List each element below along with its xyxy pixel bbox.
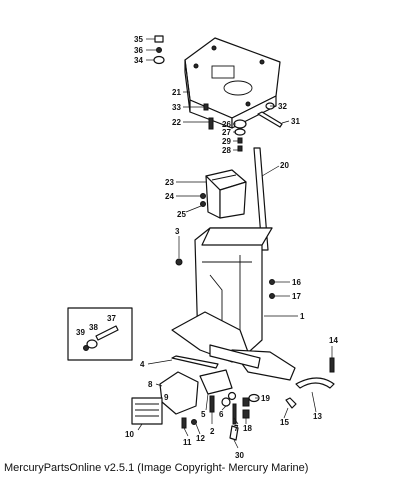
inset-box	[67, 307, 133, 361]
callout-33: 33	[172, 103, 181, 112]
callout-24: 24	[165, 192, 174, 201]
exploded-parts-diagram: 1 2 3 4 5 6 7 8 9 10 11 12 13 14 15 16 1…	[67, 35, 338, 460]
callout-21: 21	[172, 88, 181, 97]
callout-labels: 1 2 3 4 5 6 7 8 9 10 11 12 13 14 15 16 1…	[76, 35, 338, 460]
callout-27: 27	[222, 128, 231, 137]
driveshaft-housing	[171, 227, 296, 381]
callout-9: 9	[164, 393, 169, 402]
callout-34: 34	[134, 56, 143, 65]
leader-lines	[137, 38, 333, 449]
callout-7: 7	[234, 424, 239, 433]
water-tube	[253, 147, 269, 251]
callout-25: 25	[177, 210, 186, 219]
callout-19: 19	[261, 394, 270, 403]
callout-5: 5	[201, 410, 206, 419]
callout-38: 38	[89, 323, 98, 332]
callout-37: 37	[107, 314, 116, 323]
callout-13: 13	[313, 412, 322, 421]
callout-31: 31	[291, 117, 300, 126]
callout-15: 15	[280, 418, 289, 427]
callout-35: 35	[134, 35, 143, 44]
callout-39: 39	[76, 328, 85, 337]
callout-36: 36	[134, 46, 143, 55]
callout-2: 2	[210, 427, 215, 436]
callout-30: 30	[235, 451, 244, 460]
callout-16: 16	[292, 278, 301, 287]
callout-18: 18	[243, 424, 252, 433]
callout-10: 10	[125, 430, 134, 439]
callout-8: 8	[148, 380, 153, 389]
callout-22: 22	[172, 118, 181, 127]
image-caption: MercuryPartsOnline v2.5.1 (Image Copyrig…	[4, 462, 309, 474]
callout-28: 28	[222, 146, 231, 155]
callout-6: 6	[219, 410, 224, 419]
lower-hardware	[131, 355, 335, 441]
top-hardware	[153, 35, 283, 152]
callout-4: 4	[140, 360, 145, 369]
callout-29: 29	[222, 137, 231, 146]
callout-1: 1	[300, 312, 305, 321]
exhaust-tube	[200, 169, 247, 219]
callout-3: 3	[175, 227, 180, 236]
callout-12: 12	[196, 434, 205, 443]
callout-17: 17	[292, 292, 301, 301]
callout-32: 32	[278, 102, 287, 111]
callout-23: 23	[165, 178, 174, 187]
callout-26: 26	[222, 120, 231, 129]
callout-20: 20	[280, 161, 289, 170]
callout-11: 11	[183, 438, 192, 447]
callout-14: 14	[329, 336, 338, 345]
